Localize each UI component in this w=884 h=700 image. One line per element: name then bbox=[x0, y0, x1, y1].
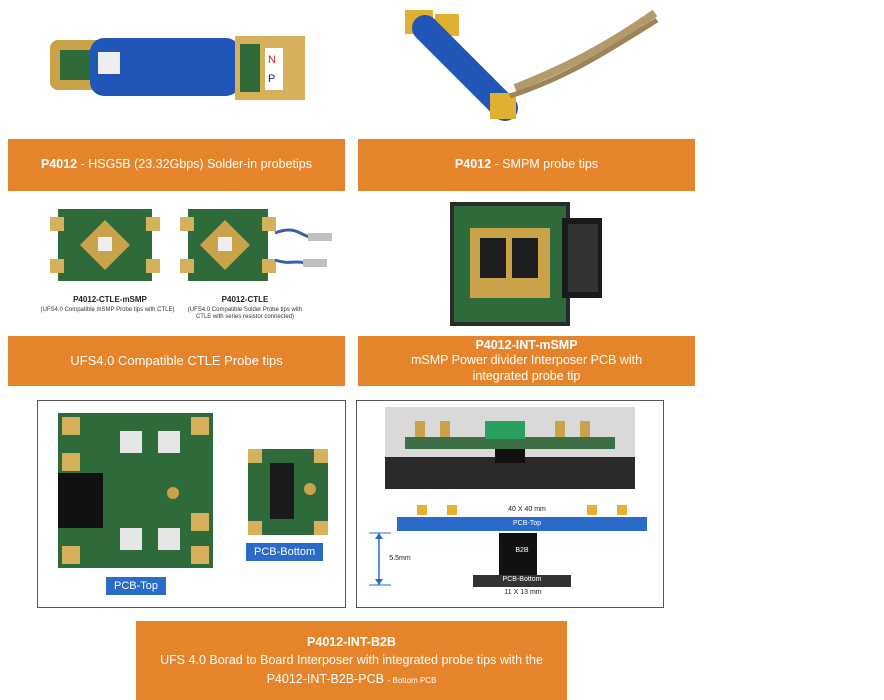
solder-in-probe-banner: P4012 - HSG5B (23.32Gbps) Solder-in prob… bbox=[8, 139, 345, 191]
smpm-probe-banner: P4012 - SMPM probe tips bbox=[358, 139, 695, 191]
ctle-label: P4012-CTLE bbox=[221, 295, 269, 304]
smpm-probe-text: - SMPM probe tips bbox=[494, 157, 599, 172]
top-dimension-label: 40 X 40 mm bbox=[508, 506, 546, 513]
smpm-probe-photo bbox=[405, 9, 659, 121]
interposer-title: P4012-INT-mSMP bbox=[475, 337, 578, 352]
b2b-line2-wrap: P4012-INT-B2B-PCB - Bottom PCB bbox=[267, 670, 437, 688]
solder-in-probe-photo: N P bbox=[50, 36, 305, 100]
ctle-banner-text: UFS4.0 Compatible CTLE Probe tips bbox=[70, 352, 283, 368]
smpm-probe-code: P4012 bbox=[454, 157, 492, 172]
b2b-pcb-photo-frame: PCB-Top PCB-Bottom bbox=[37, 400, 346, 608]
b2b-stack-diagram bbox=[369, 505, 647, 587]
pcb-top-diagram-label: PCB-Top bbox=[512, 520, 541, 527]
ctle-msmp-board-photo bbox=[50, 209, 160, 281]
solder-in-probe-caption: P4012 - HSG5B (23.32Gbps) Solder-in prob… bbox=[41, 157, 312, 173]
interposer-line2: integrated probe tip bbox=[472, 368, 581, 383]
ctle-board-photo bbox=[180, 209, 332, 281]
solder-in-probe-text: - HSG5B (23.32Gbps) Solder-in probetips bbox=[80, 157, 312, 172]
ctle-msmp-sublabel: (UFS4.0 Compatible mSMP Probe tips with … bbox=[40, 307, 175, 313]
interposer-msmp-photo bbox=[450, 202, 602, 326]
solder-in-probe-code: P4012 bbox=[40, 157, 78, 172]
bottom-dimension-label: 11 X 13 mm bbox=[504, 589, 542, 596]
b2b-title: P4012-INT-B2B bbox=[307, 635, 396, 650]
height-dimension-label: 5.5mm bbox=[389, 555, 411, 562]
b2b-diagram-frame: 40 X 40 mm PCB-Top B2B PCB-Bottom 11 X 1… bbox=[356, 400, 664, 608]
b2b-pcb-bottom-photo bbox=[248, 449, 328, 535]
b2b-line1: UFS 4.0 Borad to Board Interposer with i… bbox=[160, 653, 543, 668]
b2b-line2: P4012-INT-B2B-PCB bbox=[266, 671, 385, 686]
b2b-diagram-label: B2B bbox=[515, 547, 529, 554]
pcb-top-tag: PCB-Top bbox=[106, 577, 167, 595]
ctle-sublabel: (UFS4.0 Compatible Solder Probe tips wit… bbox=[187, 307, 303, 321]
smpm-probe-caption: P4012 - SMPM probe tips bbox=[455, 157, 598, 173]
ctle-msmp-label: P4012-CTLE-mSMP bbox=[73, 295, 147, 304]
b2b-banner: P4012-INT-B2B UFS 4.0 Borad to Board Int… bbox=[136, 621, 567, 700]
ctle-banner: UFS4.0 Compatible CTLE Probe tips bbox=[8, 336, 345, 386]
b2b-assembly-photo bbox=[385, 407, 635, 489]
pcb-bottom-diagram-label: PCB-Bottom bbox=[502, 576, 542, 583]
pcb-bottom-tag: PCB-Bottom bbox=[246, 543, 324, 561]
interposer-line1: mSMP Power divider Interposer PCB with bbox=[410, 353, 643, 368]
b2b-line2-suffix: - Bottom PCB bbox=[387, 675, 437, 685]
svg-text:N: N bbox=[268, 54, 276, 66]
interposer-banner: P4012-INT-mSMP mSMP Power divider Interp… bbox=[358, 336, 695, 386]
b2b-pcb-top-photo bbox=[58, 413, 213, 568]
svg-text:P: P bbox=[268, 73, 275, 85]
